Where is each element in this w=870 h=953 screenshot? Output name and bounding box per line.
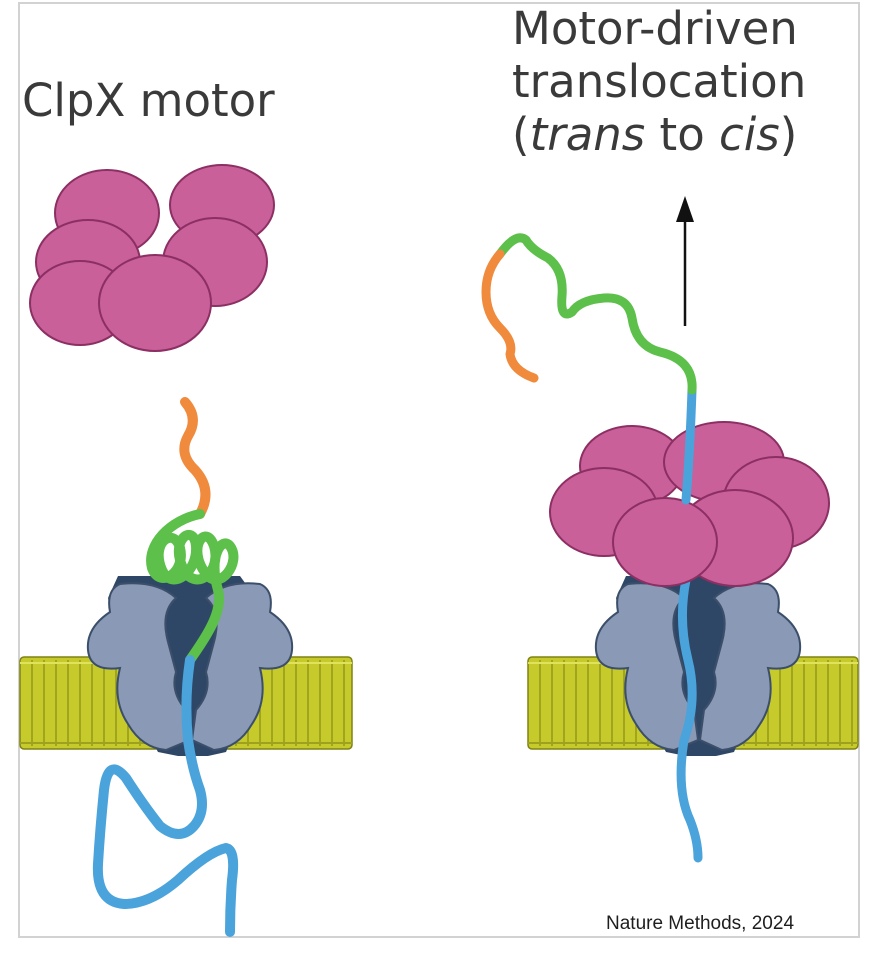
nanopore-left [86, 576, 294, 756]
substrate-tag-right [481, 249, 539, 383]
cis-term: cis [719, 108, 780, 162]
right-title-line-3: (trans to cis) [512, 108, 806, 161]
close-paren: ) [779, 108, 798, 162]
to-word: to [645, 108, 720, 162]
folded-domain-left [146, 509, 239, 665]
unfolded-domain-right [495, 233, 697, 395]
translocated-strand-right-upper [681, 385, 697, 505]
substrate-right [481, 233, 697, 505]
translocation-arrow [676, 196, 694, 326]
right-title-line-2: translocation [512, 55, 807, 109]
trans-term: trans [529, 108, 646, 162]
substrate-left [92, 397, 239, 937]
open-paren: ( [512, 108, 530, 162]
left-panel-title: ClpX motor [22, 74, 275, 127]
substrate-tag-left [179, 397, 211, 519]
translocated-strand-left [92, 655, 239, 937]
source-credit: Nature Methods, 2024 [606, 913, 795, 934]
clpx-motor-free [29, 164, 275, 352]
right-title-line-1: Motor-driven [512, 2, 798, 55]
translocated-strand-right-lower [676, 575, 703, 863]
right-panel-title: Motor-driven translocation (trans to cis… [512, 2, 806, 161]
clpx-motor-docked [549, 421, 830, 587]
